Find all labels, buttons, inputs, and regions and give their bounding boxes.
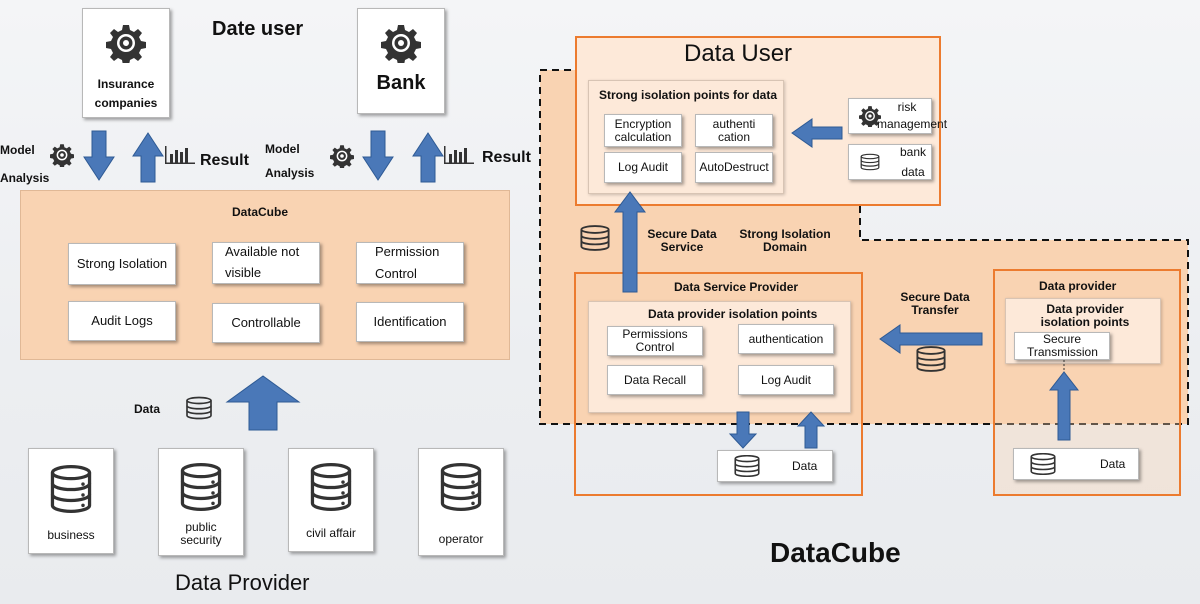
database-icon: [578, 225, 612, 251]
feature-label: Available not visible: [225, 244, 300, 280]
database-icon: [914, 346, 948, 372]
gear-icon: [330, 144, 354, 168]
isolation-point-box: Log Audit: [738, 365, 834, 395]
isolation-point-box: Log Audit: [604, 152, 682, 183]
provider-box: civil affair: [288, 448, 374, 552]
database-icon: [309, 463, 353, 511]
database-icon: [49, 465, 93, 513]
feature-label: Permission Control: [375, 243, 440, 281]
result-label: Result: [482, 149, 531, 166]
database-icon: [730, 455, 764, 477]
database-icon: [439, 463, 483, 511]
database-icon: [859, 152, 881, 172]
isolation-point-label: Log Audit: [760, 372, 812, 387]
dsp-data-label: Data: [792, 458, 818, 473]
feature-label: Audit Logs: [91, 313, 153, 329]
datacube-title: DataCube: [232, 205, 289, 219]
risk-management-box: risk management: [848, 98, 947, 134]
dsp-data-box: Data: [717, 450, 833, 482]
isolation-point-box: Permissions Control: [607, 326, 703, 356]
data-label: Data: [134, 402, 161, 416]
feature-box: Controllable: [212, 303, 320, 343]
database-icon: [179, 463, 223, 511]
secure-transmission-box: Secure Transmission: [1014, 332, 1110, 360]
right-bottom-label: DataCube: [770, 537, 901, 568]
data-service-provider-frame: [574, 272, 863, 496]
database-icon: [184, 394, 214, 422]
bar-chart-icon: [444, 146, 474, 164]
provider-data-box: Data: [1013, 448, 1139, 480]
provider-data-label: Data: [1100, 456, 1126, 471]
insurance-label: Insurance companies: [94, 77, 158, 111]
provider-label: operator: [438, 532, 484, 546]
feature-box: Identification: [356, 302, 464, 342]
isolation-point-box: AutoDestruct: [695, 152, 773, 183]
database-icon: [1026, 453, 1060, 475]
feature-box: Strong Isolation: [68, 243, 176, 285]
bank-label: Bank: [376, 72, 426, 94]
feature-box: Audit Logs: [68, 301, 176, 341]
secure-data-service-label: Secure Data Service: [647, 227, 717, 254]
isolation-point-label: Data Recall: [623, 372, 687, 387]
dsp-title: Data Service Provider: [674, 280, 799, 294]
isolation-point-label: authenti cation: [712, 116, 756, 144]
dsp-panel-title: Data provider isolation points: [648, 307, 818, 321]
risk-management-label: risk management: [877, 100, 948, 131]
provider-label: civil affair: [306, 526, 356, 540]
provider-panel-title: Data provider isolation points: [1040, 302, 1130, 329]
secure-transmission-label: Secure Transmission: [1027, 332, 1098, 359]
isolation-point-box: Data Recall: [607, 365, 703, 395]
bar-chart-icon: [165, 146, 195, 164]
isolation-point-label: authentication: [748, 331, 824, 346]
provider-box: public security: [158, 448, 244, 556]
bank-data-box: bank data: [848, 144, 932, 180]
bank-data-label: bank data: [899, 144, 927, 179]
provider-box: business: [28, 448, 114, 554]
gear-icon: [381, 23, 421, 63]
provider-box: operator: [418, 448, 504, 556]
result-label: Result: [200, 152, 249, 169]
provider-title: Data provider: [1039, 279, 1117, 293]
isolation-point-box: authenti cation: [695, 114, 773, 147]
bank-user-box: Bank: [357, 8, 445, 114]
isolation-point-box: Encryption calculation: [604, 114, 682, 147]
gear-icon: [106, 23, 146, 63]
insurance-user-box: Insurance companies: [82, 8, 170, 118]
feature-box: Available not visible: [212, 242, 320, 284]
strong-isolation-domain-label: Strong Isolation Domain: [739, 227, 831, 254]
feature-label: Strong Isolation: [76, 256, 168, 272]
secure-data-transfer-label: Secure Data Transfer: [900, 290, 970, 317]
feature-label: Controllable: [231, 315, 301, 331]
model-analysis-label: Model Analysis: [265, 142, 315, 180]
left-top-label: Date user: [212, 18, 304, 40]
gear-icon: [50, 143, 74, 167]
provider-label: business: [47, 528, 95, 542]
feature-label: Identification: [373, 314, 447, 330]
provider-label: public security: [180, 520, 222, 547]
isolation-point-label: Permissions Control: [622, 327, 688, 354]
model-analysis-label: Model Analysis: [0, 143, 50, 185]
isolation-point-label: Encryption calculation: [614, 116, 672, 144]
isolation-point-box: authentication: [738, 324, 834, 354]
isolation-point-label: AutoDestruct: [699, 160, 769, 175]
isolation-point-label: Log Audit: [617, 160, 669, 175]
feature-box: Permission Control: [356, 242, 464, 284]
strong-isolation-title: Strong isolation points for data: [599, 88, 777, 102]
data-user-title: Data User: [684, 40, 793, 67]
left-bottom-label: Data Provider: [175, 570, 310, 595]
